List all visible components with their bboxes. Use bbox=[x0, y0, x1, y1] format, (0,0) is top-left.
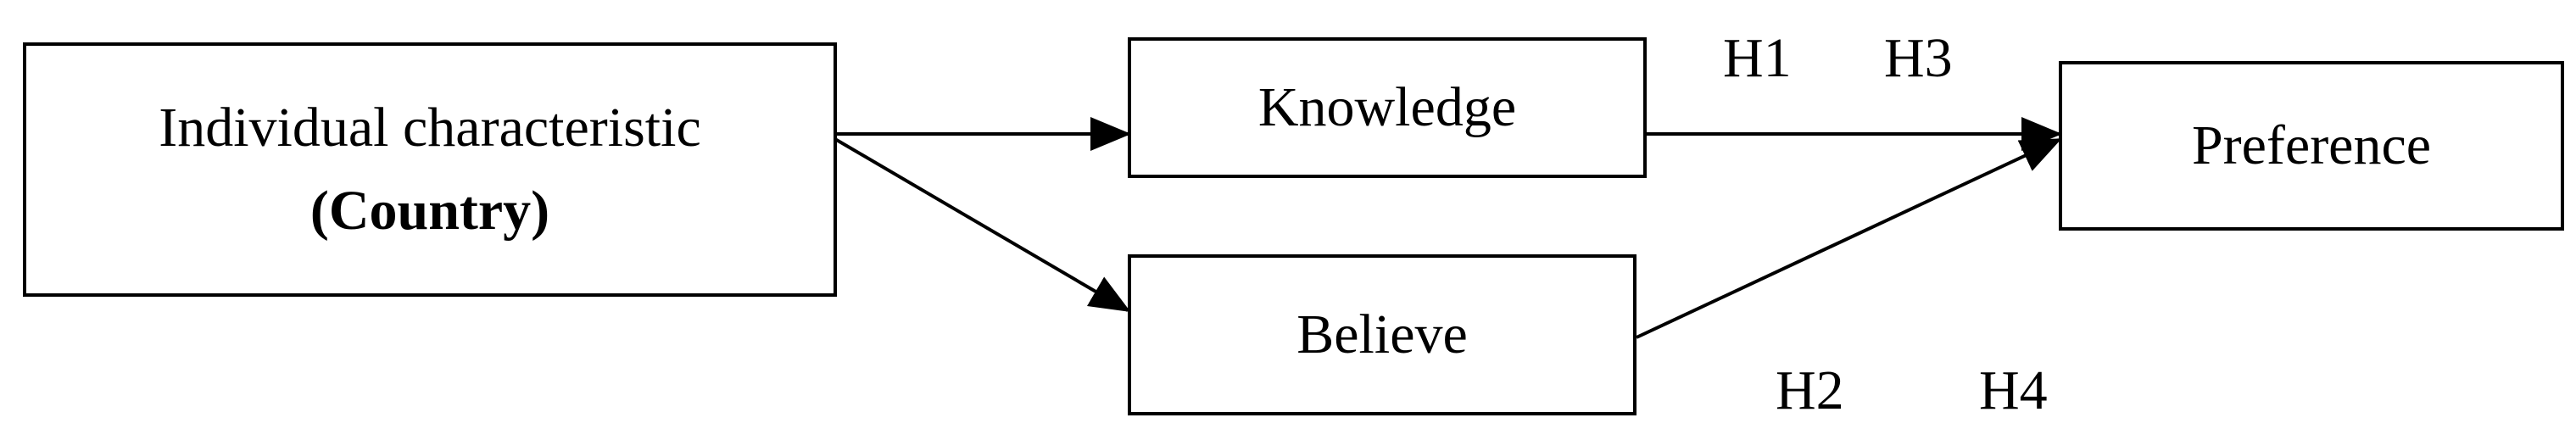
preference-label: Preference bbox=[2191, 114, 2432, 177]
arrow-individual-to-believe bbox=[828, 134, 1131, 313]
hypothesis-h2-label: H2 bbox=[1776, 359, 1844, 421]
individual-characteristic-label: Individual characteristic bbox=[159, 97, 701, 159]
hypothesis-h1-label: H1 bbox=[1723, 27, 1792, 89]
hypothesis-h4-label: H4 bbox=[1979, 359, 2048, 421]
country-sublabel: (Country) bbox=[309, 180, 550, 242]
preference-box: Preference bbox=[2059, 61, 2564, 231]
arrow-believe-to-preference bbox=[1636, 138, 2062, 339]
hypothesis-h3-label: H3 bbox=[1884, 27, 1953, 89]
knowledge-box: Knowledge bbox=[1128, 37, 1647, 178]
believe-box: Believe bbox=[1128, 254, 1636, 415]
knowledge-label: Knowledge bbox=[1257, 76, 1517, 139]
believe-label: Believe bbox=[1296, 304, 1468, 366]
individual-characteristic-box: Individual characteristic (Country) bbox=[23, 42, 837, 297]
